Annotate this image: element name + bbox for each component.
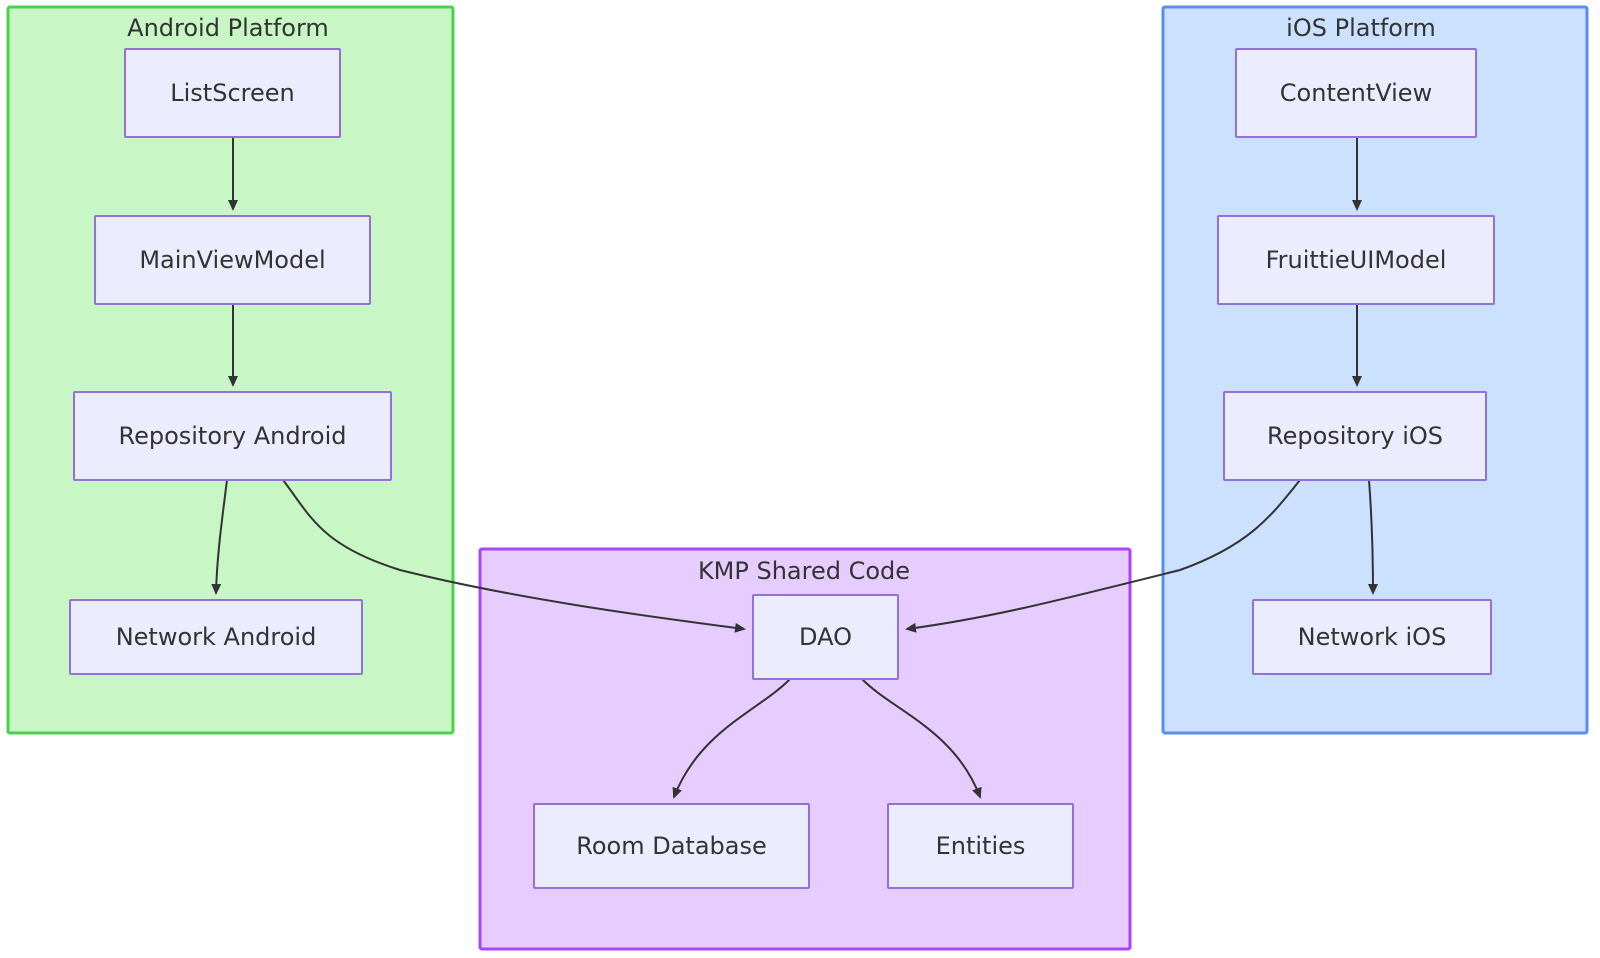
node-label-dao: DAO bbox=[799, 623, 852, 651]
node-box-netandroid[interactable] bbox=[69, 599, 363, 675]
node-box-repoandroid[interactable] bbox=[73, 391, 392, 481]
cluster-title-android: Android Platform bbox=[127, 14, 329, 42]
cluster-title-kmp: KMP Shared Code bbox=[698, 557, 910, 585]
node-label-repoandroid: Repository Android bbox=[118, 422, 346, 450]
node-entities[interactable]: Entities bbox=[887, 803, 1074, 889]
node-box-contentview[interactable] bbox=[1235, 48, 1477, 138]
node-dao[interactable]: DAO bbox=[752, 594, 899, 680]
edge-repoandroid-to-dao bbox=[282, 479, 746, 633]
node-label-fruittieui: FruittieUIModel bbox=[1266, 246, 1447, 274]
node-box-netios[interactable] bbox=[1252, 599, 1492, 675]
edge-dao-to-roomdb bbox=[672, 678, 791, 799]
node-label-netios: Network iOS bbox=[1298, 623, 1447, 651]
cluster-ios: iOS Platform bbox=[1161, 5, 1589, 735]
node-label-netandroid: Network Android bbox=[116, 623, 317, 651]
node-box-listscreen[interactable] bbox=[124, 48, 341, 138]
cluster-background-ios bbox=[1161, 5, 1589, 735]
node-label-listscreen: ListScreen bbox=[170, 79, 294, 107]
node-mainvm[interactable]: MainViewModel bbox=[94, 215, 371, 305]
node-box-dao[interactable] bbox=[752, 594, 899, 680]
cluster-background-android bbox=[6, 5, 455, 735]
node-box-mainvm[interactable] bbox=[94, 215, 371, 305]
node-label-roomdb: Room Database bbox=[576, 832, 767, 860]
node-fruittieui[interactable]: FruittieUIModel bbox=[1217, 215, 1495, 305]
node-contentview[interactable]: ContentView bbox=[1235, 48, 1477, 138]
node-box-repoios[interactable] bbox=[1223, 391, 1487, 481]
edge-group bbox=[211, 137, 1378, 799]
node-repoios[interactable]: Repository iOS bbox=[1223, 391, 1487, 481]
edge-dao-to-entities bbox=[861, 678, 982, 799]
edge-repoios-to-dao bbox=[905, 479, 1301, 633]
node-box-roomdb[interactable] bbox=[533, 803, 810, 889]
node-roomdb[interactable]: Room Database bbox=[533, 803, 810, 889]
node-netios[interactable]: Network iOS bbox=[1252, 599, 1492, 675]
node-netandroid[interactable]: Network Android bbox=[69, 599, 363, 675]
node-repoandroid[interactable]: Repository Android bbox=[73, 391, 392, 481]
cluster-android: Android Platform bbox=[6, 5, 455, 735]
cluster-title-ios: iOS Platform bbox=[1286, 14, 1436, 42]
node-label-contentview: ContentView bbox=[1280, 79, 1432, 107]
node-label-entities: Entities bbox=[936, 832, 1026, 860]
node-label-mainvm: MainViewModel bbox=[139, 246, 325, 274]
node-box-fruittieui[interactable] bbox=[1217, 215, 1495, 305]
node-listscreen[interactable]: ListScreen bbox=[124, 48, 341, 138]
edge-repoios-to-netios bbox=[1367, 479, 1378, 595]
node-label-repoios: Repository iOS bbox=[1267, 422, 1443, 450]
edge-repoandroid-to-netandroid bbox=[211, 479, 228, 595]
node-box-entities[interactable] bbox=[887, 803, 1074, 889]
